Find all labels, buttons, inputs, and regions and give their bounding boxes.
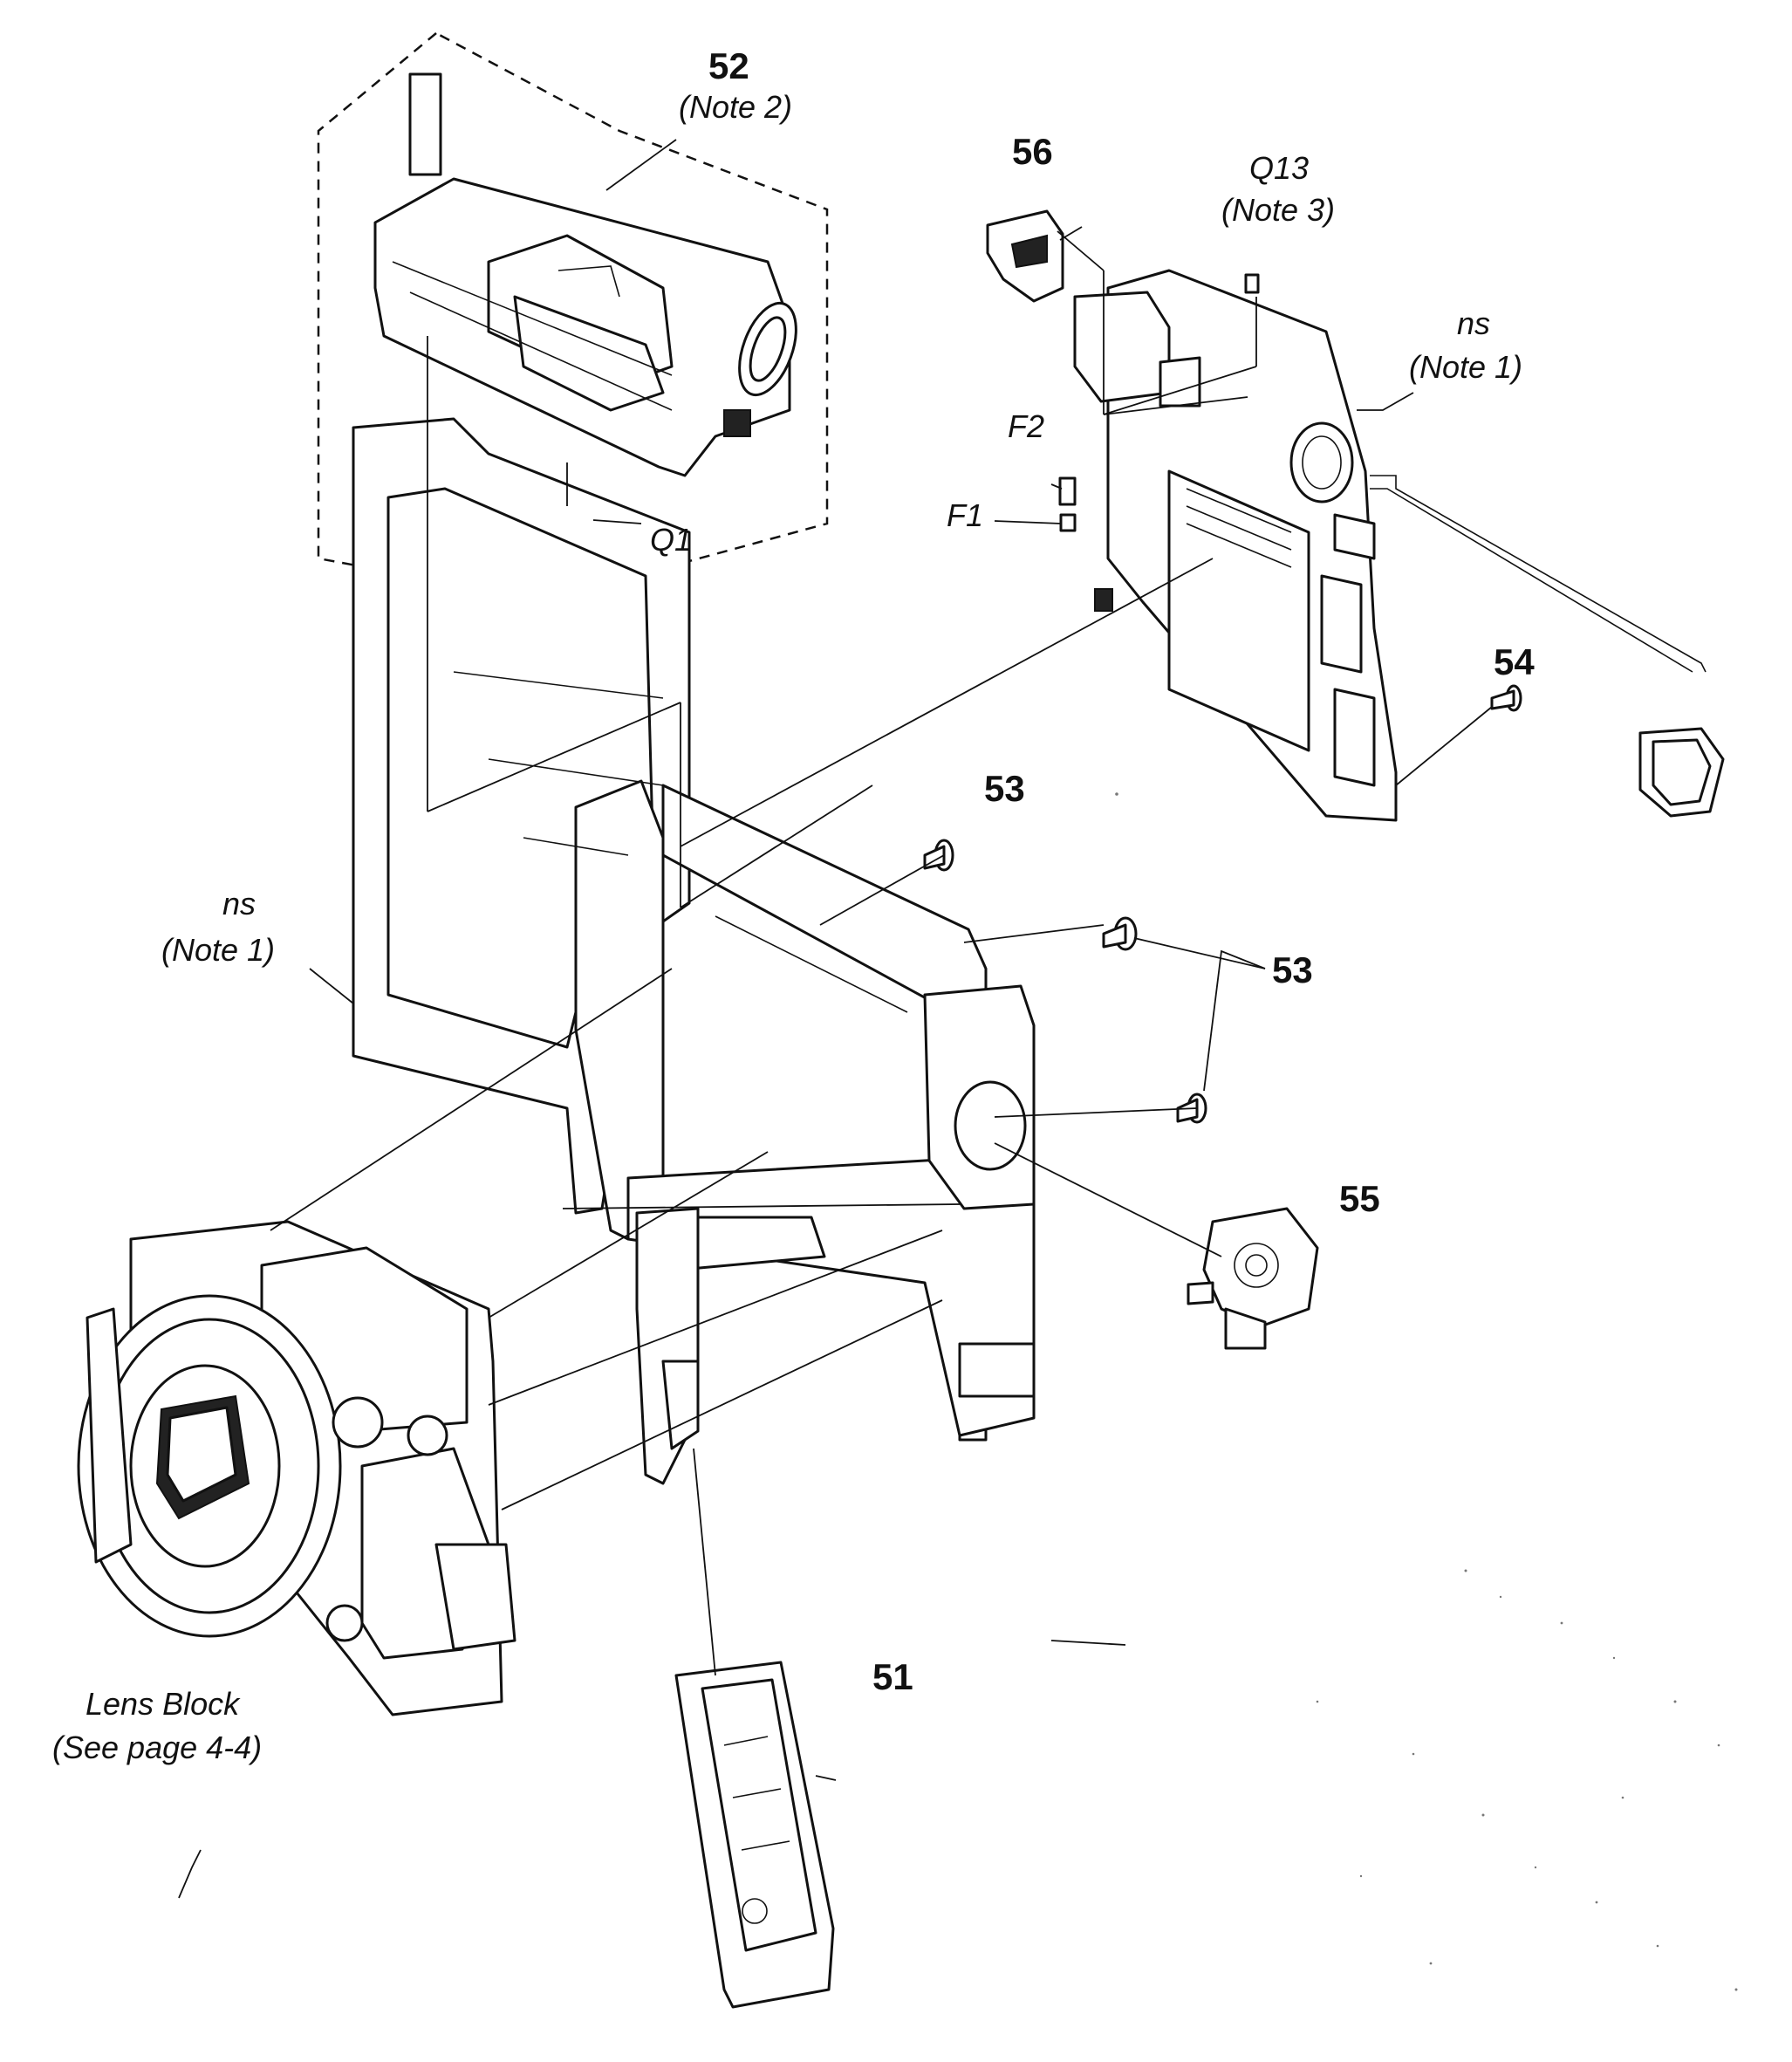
label-part-54: 54 — [1494, 641, 1535, 682]
label-f2: F2 — [1008, 408, 1045, 444]
label-ns-frame: ns — [222, 886, 256, 921]
component-q13 — [1244, 273, 1260, 294]
label-q13: Q13 — [1249, 150, 1310, 186]
label-f1: F1 — [947, 497, 984, 533]
component-f1 — [1059, 513, 1077, 532]
label-ns-board-note: (Note 1) — [1409, 349, 1523, 385]
label-part-53-top: 53 — [984, 768, 1025, 809]
label-ns-frame-note: (Note 1) — [161, 932, 276, 968]
label-part-53-right: 53 — [1272, 949, 1313, 990]
lens-block-assembly — [77, 1220, 516, 1716]
label-ns-board: ns — [1457, 305, 1491, 341]
screw-part-53-middle-shank — [1102, 923, 1127, 949]
label-lens-block-ref: (See page 4-4) — [52, 1730, 263, 1765]
label-part-51: 51 — [872, 1656, 913, 1697]
speaker-part-55 — [1187, 1207, 1319, 1350]
label-part-56: 56 — [1012, 131, 1053, 172]
label-part-52: 52 — [708, 45, 749, 86]
bracket-part-56 — [986, 209, 1064, 303]
label-q1: Q1 — [650, 522, 693, 558]
label-leader-lines — [178, 139, 1414, 1899]
battery-door-part-51 — [674, 1661, 835, 2009]
label-q13-note: (Note 3) — [1221, 192, 1336, 228]
label-part-52-note: (Note 2) — [679, 89, 793, 125]
main-circuit-board — [1073, 269, 1725, 822]
screw-part-53-lower-shank — [1176, 1098, 1199, 1123]
screw-part-54 — [1490, 684, 1522, 712]
main-frame-chassis — [352, 417, 1036, 1485]
label-part-55: 55 — [1339, 1178, 1380, 1219]
label-lens-block: Lens Block — [85, 1686, 240, 1722]
component-f2 — [1058, 476, 1077, 506]
scan-speckle — [1115, 792, 1738, 1991]
